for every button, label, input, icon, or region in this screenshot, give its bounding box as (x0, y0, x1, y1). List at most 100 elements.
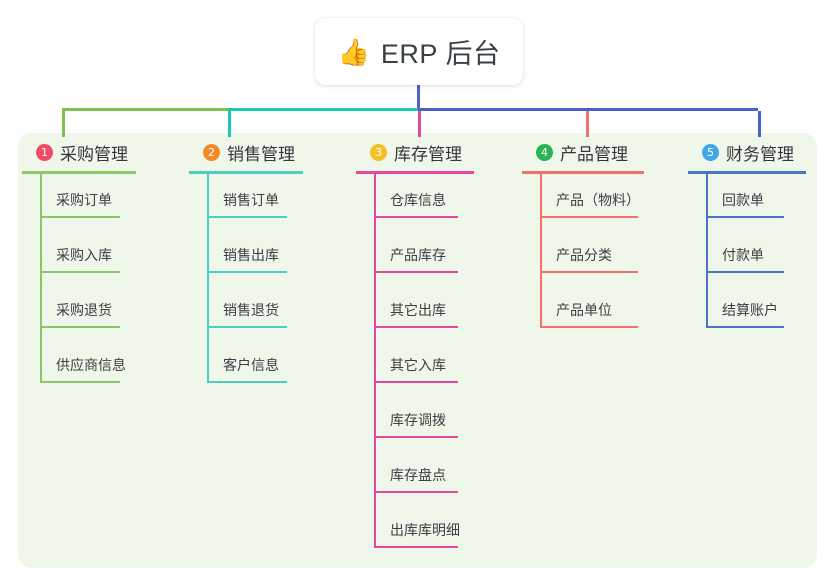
list-item[interactable]: 产品库存 (352, 229, 474, 284)
column-title-sales: 销售管理 (227, 144, 295, 164)
list-item-rule (40, 216, 120, 218)
list-item[interactable]: 产品单位 (518, 284, 644, 339)
connector-stub-sales (228, 111, 231, 137)
column-body-product: 产品（物料） 产品分类产品单位 (518, 174, 644, 339)
list-item[interactable]: 采购订单 (18, 174, 136, 229)
column-spine-finance (706, 174, 708, 327)
list-item[interactable]: 供应商信息 (18, 339, 136, 394)
column-title-product: 产品管理 (560, 144, 628, 164)
root-title: ERP 后台 (380, 39, 501, 69)
column-header-product[interactable]: 4 产品管理 (518, 133, 644, 171)
column-header-purchase[interactable]: 1 采购管理 (18, 133, 136, 171)
list-item-label: 仓库信息 (390, 192, 446, 208)
connector-bus-blue (418, 108, 758, 111)
connector-bus-green (62, 108, 228, 111)
column-rule-product (522, 171, 644, 174)
list-item-label: 供应商信息 (56, 357, 126, 373)
list-item-label: 销售退货 (223, 302, 279, 318)
column-header-sales[interactable]: 2 销售管理 (185, 133, 303, 171)
list-item-rule (207, 216, 287, 218)
connector-bus-teal (228, 108, 418, 111)
connector-stub-purchase (62, 111, 65, 137)
list-item-rule (207, 271, 287, 273)
column-rule-inventory (356, 171, 474, 174)
column-inventory: 3 库存管理仓库信息产品库存其它出库其它入库库存调拨库存盘点出库库明细 (352, 133, 474, 559)
list-item[interactable]: 回款单 (684, 174, 806, 229)
list-item-label: 采购入库 (56, 247, 112, 263)
column-body-purchase: 采购订单采购入库采购退货供应商信息 (18, 174, 136, 394)
list-item-rule (374, 491, 458, 493)
column-body-sales: 销售订单销售出库销售退货客户信息 (185, 174, 303, 394)
column-rule-sales (189, 171, 303, 174)
list-item-rule (540, 326, 638, 328)
list-item-label: 产品库存 (390, 247, 446, 263)
column-body-finance: 回款单付款单结算账户 (684, 174, 806, 339)
column-spine-purchase (40, 174, 42, 382)
column-title-purchase: 采购管理 (60, 144, 128, 164)
column-badge-product: 4 (536, 143, 553, 161)
column-spine-product (540, 174, 542, 327)
list-item-label: 付款单 (722, 247, 764, 263)
list-item-label: 出库库明细 (390, 522, 460, 538)
list-item-label: 库存调拨 (390, 412, 446, 428)
list-item[interactable]: 销售退货 (185, 284, 303, 339)
column-badge-sales: 2 (203, 143, 220, 161)
list-item-label: 库存盘点 (390, 467, 446, 483)
list-item-label: 结算账户 (722, 302, 778, 318)
list-item-label: 其它入库 (390, 357, 446, 373)
list-item-rule (540, 271, 638, 273)
list-item-rule (374, 271, 458, 273)
list-item[interactable]: 采购入库 (18, 229, 136, 284)
column-badge-finance: 5 (702, 143, 719, 161)
list-item[interactable]: 出库库明细 (352, 504, 474, 559)
list-item-rule (207, 381, 287, 383)
column-title-inventory: 库存管理 (394, 144, 462, 164)
list-item[interactable]: 采购退货 (18, 284, 136, 339)
list-item-rule (540, 216, 638, 218)
list-item[interactable]: 库存盘点 (352, 449, 474, 504)
connector-stub-inventory (418, 111, 421, 137)
list-item-rule (374, 216, 458, 218)
connector-root-drop (417, 85, 420, 110)
root-node[interactable]: 👍 ERP 后台 (315, 18, 523, 85)
list-item[interactable]: 产品分类 (518, 229, 644, 284)
column-badge-purchase: 1 (36, 143, 53, 161)
list-item-label: 产品（物料） (556, 192, 640, 208)
list-item-rule (374, 326, 458, 328)
list-item[interactable]: 仓库信息 (352, 174, 474, 229)
list-item[interactable]: 库存调拨 (352, 394, 474, 449)
list-item[interactable]: 结算账户 (684, 284, 806, 339)
list-item-label: 其它出库 (390, 302, 446, 318)
column-finance: 5 财务管理回款单付款单结算账户 (684, 133, 806, 339)
list-item[interactable]: 销售订单 (185, 174, 303, 229)
list-item[interactable]: 付款单 (684, 229, 806, 284)
list-item-rule (706, 271, 784, 273)
column-spine-sales (207, 174, 209, 382)
list-item-label: 采购退货 (56, 302, 112, 318)
list-item-rule (374, 546, 458, 548)
list-item-label: 销售订单 (223, 192, 279, 208)
list-item-label: 客户信息 (223, 357, 279, 373)
column-badge-inventory: 3 (370, 143, 387, 161)
column-rule-finance (688, 171, 806, 174)
column-spine-inventory (374, 174, 376, 547)
list-item-label: 回款单 (722, 192, 764, 208)
column-product: 4 产品管理产品（物料） 产品分类产品单位 (518, 133, 644, 339)
column-header-inventory[interactable]: 3 库存管理 (352, 133, 474, 171)
connector-stub-product (586, 111, 589, 137)
list-item-rule (207, 326, 287, 328)
list-item-rule (706, 216, 784, 218)
column-body-inventory: 仓库信息产品库存其它出库其它入库库存调拨库存盘点出库库明细 (352, 174, 474, 559)
connector-stub-finance (758, 111, 761, 137)
column-title-finance: 财务管理 (726, 144, 794, 164)
list-item[interactable]: 产品（物料） (518, 174, 644, 229)
list-item[interactable]: 其它入库 (352, 339, 474, 394)
list-item-rule (374, 381, 458, 383)
list-item[interactable]: 销售出库 (185, 229, 303, 284)
list-item-label: 销售出库 (223, 247, 279, 263)
list-item[interactable]: 其它出库 (352, 284, 474, 339)
list-item-rule (374, 436, 458, 438)
column-header-finance[interactable]: 5 财务管理 (684, 133, 806, 171)
list-item[interactable]: 客户信息 (185, 339, 303, 394)
list-item-label: 产品单位 (556, 302, 612, 318)
